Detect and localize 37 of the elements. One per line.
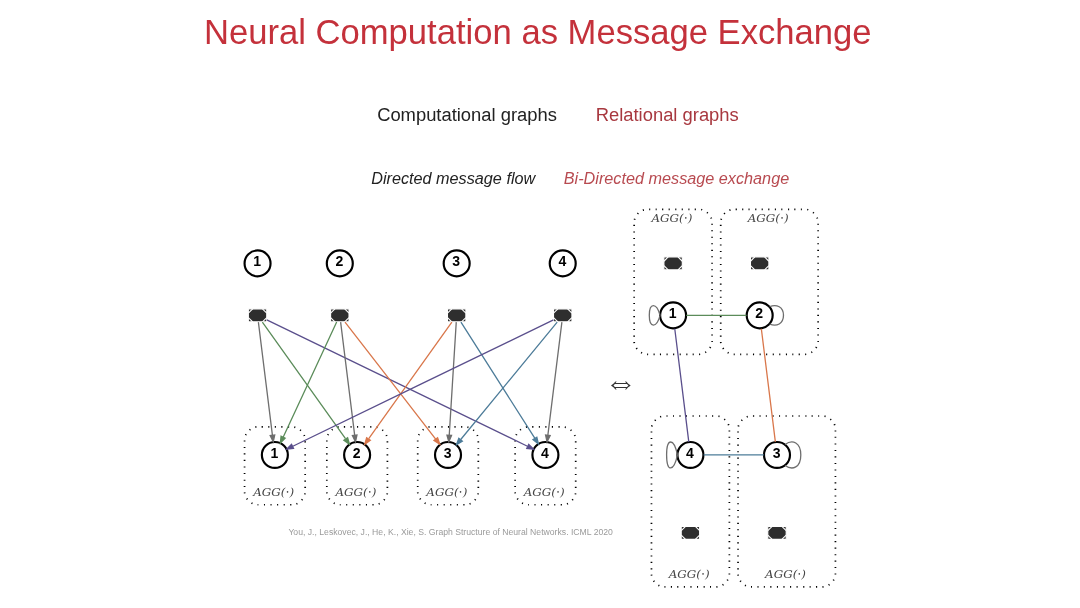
arrow [363,321,453,446]
connector [685,314,748,316]
arrow [544,321,563,444]
connector [665,441,679,469]
connector [648,304,661,326]
node-circle: 2 [343,440,372,470]
diagram-title: Neural Computation as Message Exchange [203,13,872,52]
connector [760,328,776,443]
arrow [279,321,338,445]
arrow [261,321,351,446]
label: You, J., Leskovec, J., He, K., Xie, S. Graph Structure of Neural Networks. ICML 2020 [288,526,613,537]
node-circle: 3 [433,440,463,470]
arrow [344,321,441,446]
label: Directed message flow [371,168,536,187]
node-circle: 2 [745,301,774,330]
arrow [257,321,276,444]
connector [784,441,802,469]
arrow [340,321,358,444]
node-circle: 3 [442,249,471,278]
label: Computational graphs [377,103,557,125]
node-circle: 4 [531,440,560,470]
connector [702,454,765,456]
node-circle: 4 [676,440,705,470]
connector [769,305,785,326]
label: Relational graphs [595,103,739,125]
label: ⇔ [604,364,637,401]
node-circle: 2 [325,249,354,278]
arrow [460,321,540,446]
node-circle: 1 [260,440,289,470]
arrow [455,321,558,447]
node-circle: 1 [243,249,272,278]
arrow [446,321,457,444]
node-circle: 3 [762,440,792,470]
node-circle: 1 [659,301,688,330]
node-circle: 4 [548,249,577,278]
connector [674,328,690,443]
label: Bi-Directed message exchange [563,168,790,187]
